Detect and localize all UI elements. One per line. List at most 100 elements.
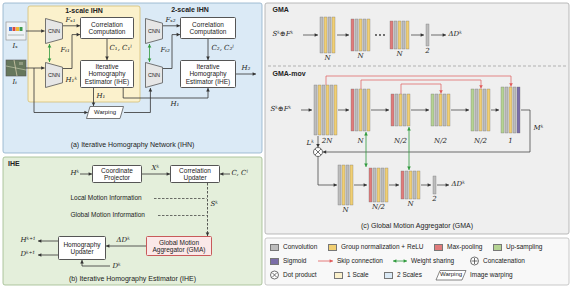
wire-line (323, 110, 530, 152)
arrow-head (407, 127, 411, 130)
layer-bar (334, 85, 337, 135)
panel-ground (3, 3, 262, 153)
box-text: CNN (148, 72, 160, 78)
edge-label: Xᵏ (151, 164, 160, 172)
arrow-head (509, 83, 513, 86)
math-label: N/2 (394, 137, 408, 145)
wire (220, 172, 230, 176)
legend-text: 2 Scales (397, 270, 422, 280)
layer-bar (413, 171, 416, 199)
box-text: CNN (48, 28, 60, 34)
layer-bar (443, 94, 446, 126)
panel-title: 2-scale IHN (150, 6, 230, 14)
layer-bar (513, 87, 516, 133)
box-shape (146, 19, 163, 44)
connector (163, 24, 180, 28)
arrow-head (407, 167, 411, 170)
arrow-head (148, 59, 152, 62)
layer-bar (377, 168, 380, 202)
arrow-head (426, 108, 429, 112)
arrow-head (309, 108, 312, 112)
connector (124, 88, 152, 113)
layer-bar (342, 165, 345, 205)
wire-line (123, 88, 208, 98)
cnn-block: CNN (145, 62, 163, 88)
layer-bar (346, 165, 349, 205)
math-label: N (407, 200, 414, 208)
arrow-head (386, 108, 389, 112)
math-label: Iₜ (12, 78, 18, 86)
image-detail (19, 62, 23, 65)
box-shape (146, 63, 163, 88)
box-text: Iterative Homography Estimator (IHE) (83, 63, 131, 85)
layer-bar (363, 89, 366, 131)
weight-sharing (364, 132, 368, 167)
wire-line (318, 157, 337, 186)
legend-text: Max-pooling (447, 242, 482, 252)
skip-connection (401, 84, 443, 94)
panel-caption: (b) Iterative Homography Estimator (IHE) (3, 275, 262, 283)
label: Warping (440, 271, 462, 278)
legend-swatch (270, 258, 279, 265)
edge-label: H₁ (170, 100, 180, 108)
layer-bar (355, 89, 358, 131)
math-label: N (357, 137, 364, 145)
legend-swatch (270, 244, 279, 251)
wire (411, 33, 424, 37)
edge-label: Fₜ₁ (60, 46, 70, 54)
arrow-head (316, 144, 320, 147)
dot-product (315, 149, 321, 155)
wire-line (82, 260, 110, 266)
layer-bar (439, 94, 442, 126)
edge-label: Fₛ₂ (165, 16, 176, 24)
math-label: N (342, 206, 349, 214)
wire (80, 260, 110, 266)
layer-bar (330, 85, 333, 135)
image-detail (16, 27, 19, 31)
edge-label: Fₛ₁ (65, 16, 76, 24)
arrow-head (315, 33, 318, 37)
arrow-head (404, 259, 407, 263)
process-box: Global Motion Aggregator (GMA) (146, 236, 212, 256)
layer-bar (351, 19, 354, 51)
arrow-head (92, 103, 96, 106)
arrow-head (346, 108, 349, 112)
layer-bar (426, 24, 429, 46)
math-label: Lᵏ (306, 139, 314, 147)
wire (389, 183, 399, 187)
layer-bar (431, 94, 434, 126)
wire (303, 33, 318, 37)
connector (63, 24, 80, 28)
layer-bar (394, 21, 397, 49)
edge-label: ΔDᵏ (116, 236, 130, 244)
legend-sample (318, 259, 333, 263)
legend-text: Sigmoid (283, 256, 306, 266)
dot-product (314, 148, 323, 157)
wire-line (401, 84, 441, 94)
layer-bar (363, 19, 366, 51)
wire-line (361, 80, 481, 89)
arrow-head (428, 183, 431, 187)
wire (26, 66, 45, 70)
connector (92, 88, 96, 106)
panel-band: IHE(b) Iterative Homography Estimator (I… (3, 157, 262, 285)
legend-swatch (493, 244, 502, 251)
math-label: H₁ᵏ (65, 76, 77, 84)
arrow-head (48, 44, 52, 47)
wire (411, 108, 429, 112)
wire (318, 157, 337, 187)
layer-bar (338, 165, 341, 205)
layer-bar (332, 17, 335, 53)
layer-bar (320, 17, 323, 53)
layer-bar (367, 19, 370, 51)
panel-ground (265, 3, 569, 234)
wire (323, 110, 530, 154)
layer-bar (501, 87, 504, 133)
process-box: Iterative Homography Estimator (IHE) (180, 60, 236, 88)
panel-caption: (a) Iterative Homography Network (IHN) (3, 141, 262, 149)
layer-bar (390, 21, 393, 49)
arrow-head (41, 66, 44, 70)
box-text: Global Motion Aggregator (GMA) (149, 239, 209, 254)
arrow-head (439, 90, 443, 93)
wire-line (207, 183, 208, 236)
